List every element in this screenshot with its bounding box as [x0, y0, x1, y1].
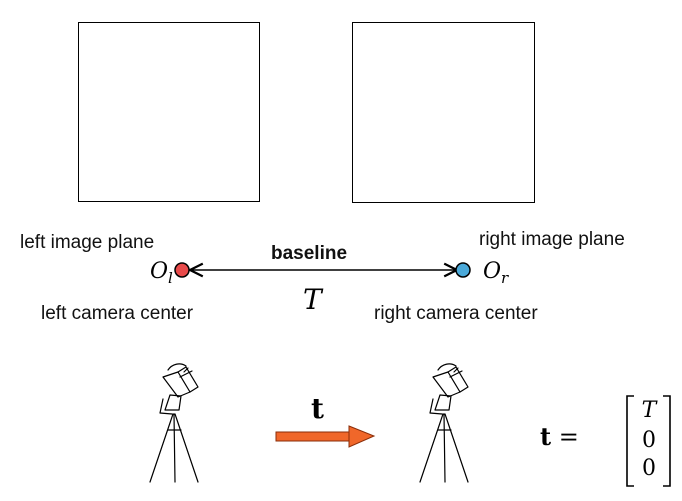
right-image-plane — [352, 22, 535, 203]
baseline-length-symbol: T — [303, 283, 322, 316]
translation-symbol: t — [311, 392, 324, 425]
right-camera-center-symbol: Or — [483, 259, 509, 287]
equals-sign: = — [551, 423, 579, 451]
left-image-plane — [78, 22, 260, 202]
left-camera-center-symbol: Ol — [150, 259, 173, 287]
vector-entry-3: 0 — [642, 456, 656, 481]
right-camera-center-label: right camera center — [374, 303, 538, 324]
vector-entry-1: T — [641, 398, 657, 423]
translation-equation-lhs: t = — [540, 422, 579, 451]
camera-on-tripod-icon — [149, 363, 199, 483]
t-symbol: t — [540, 422, 552, 451]
translation-vector: T 0 0 — [628, 398, 670, 484]
baseline-label: baseline — [271, 243, 348, 264]
left-camera-center-dot — [174, 262, 190, 278]
translation-arrow — [275, 425, 376, 448]
right-image-plane-label: right image plane — [479, 229, 625, 250]
left-image-plane-label: left image plane — [20, 232, 155, 253]
vector-entry-2: 0 — [642, 428, 656, 453]
left-camera-center-label: left camera center — [41, 303, 194, 324]
vector-brackets — [626, 395, 671, 487]
right-camera-center-dot — [455, 262, 471, 278]
camera-on-tripod-icon — [419, 363, 469, 483]
